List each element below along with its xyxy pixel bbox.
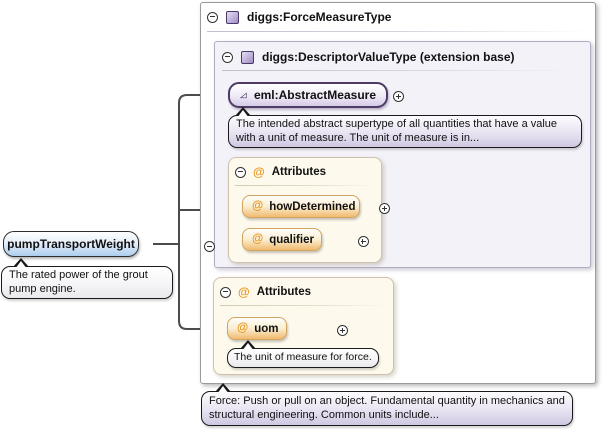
tooltip-tail (240, 340, 256, 359)
attribute-label: uom (254, 322, 279, 335)
attribute-label: howDetermined (269, 200, 356, 213)
collapse-icon[interactable] (222, 51, 233, 63)
complex-type-icon (226, 10, 239, 24)
attribute-label: qualifier (269, 233, 314, 246)
abstract-measure-annotation: The intended abstract supertype of all q… (228, 107, 582, 148)
attribute-icon: @ (252, 232, 264, 245)
attribute-icon: @ (252, 199, 264, 212)
attribute-icon: @ (238, 285, 250, 299)
attribute-qualifier[interactable]: @ qualifier (242, 228, 322, 251)
pump-transport-weight-label: pumpTransportWeight (7, 237, 135, 251)
attributes-header: @ Attributes (220, 286, 311, 298)
tooltip-tail (215, 383, 231, 402)
divider (222, 70, 577, 71)
divider (220, 305, 387, 306)
collapse-icon[interactable] (203, 241, 215, 252)
attribute-howdetermined[interactable]: @ howDetermined (242, 195, 360, 218)
expand-icon[interactable] (357, 236, 369, 247)
attributes-header: @ Attributes (235, 166, 326, 178)
abstract-measure-element[interactable]: eml:AbstractMeasure (228, 82, 388, 108)
abstract-measure-label: eml:AbstractMeasure (253, 88, 376, 102)
pump-transport-weight-element[interactable]: pumpTransportWeight (3, 231, 139, 257)
tooltip-tail (235, 107, 251, 126)
complex-type-icon (241, 50, 254, 64)
expand-icon[interactable] (393, 91, 404, 102)
divider (235, 185, 375, 186)
collapse-icon[interactable] (207, 11, 218, 23)
expand-icon[interactable] (379, 203, 391, 214)
descriptor-value-type-box: diggs:DescriptorValueType (extension bas… (214, 41, 591, 268)
divider (207, 31, 589, 32)
attribute-icon: @ (253, 165, 265, 179)
descriptor-value-type-label: diggs:DescriptorValueType (extension bas… (262, 50, 515, 64)
force-measure-type-header: diggs:ForceMeasureType (207, 10, 391, 24)
collapse-icon[interactable] (235, 166, 246, 178)
tooltip-tail (13, 258, 29, 277)
root-annotation: The rated power of the grout pump engine… (1, 258, 173, 299)
force-type-annotation: Force: Push or pull on an object. Fundam… (201, 383, 573, 426)
expand-icon[interactable] (337, 325, 349, 336)
uom-annotation: The unit of measure for force. (227, 340, 379, 368)
descriptor-value-type-header: diggs:DescriptorValueType (extension bas… (222, 50, 515, 64)
element-icon (240, 91, 247, 98)
force-measure-type-label: diggs:ForceMeasureType (247, 10, 392, 24)
attributes-label: Attributes (271, 166, 327, 178)
attribute-uom[interactable]: @ uom (227, 317, 287, 340)
attribute-icon: @ (237, 321, 249, 334)
attributes-label: Attributes (256, 286, 312, 298)
collapse-icon[interactable] (220, 286, 231, 298)
